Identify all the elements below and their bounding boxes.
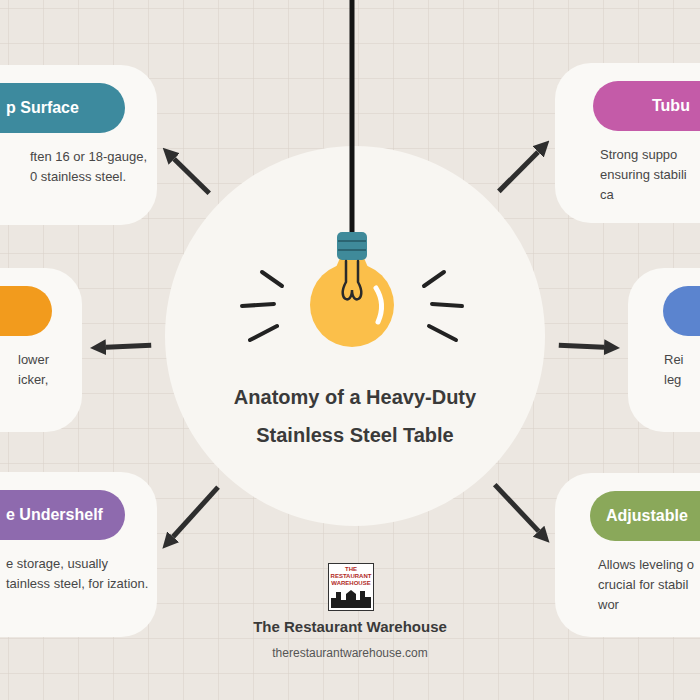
part-heading: e Undershelf [0, 490, 125, 540]
part-card: p Surface ften 16 or 18-gauge, 0 stainles… [0, 65, 157, 225]
brand-name: The Restaurant Warehouse [200, 618, 500, 635]
socket-ridge [338, 249, 366, 251]
part-heading: Adjustable [590, 491, 700, 541]
part-description: ften 16 or 18-gauge, 0 stainless steel. [30, 147, 152, 187]
arrow-connector [106, 345, 151, 347]
cord [350, 0, 355, 236]
highlight [376, 288, 382, 322]
logo-box: THE RESTAURANT WAREHOUSE [328, 563, 374, 611]
part-description: e storage, usually tainless steel, for i… [6, 554, 150, 594]
part-description: Allows leveling o crucial for stabil wor [598, 555, 695, 615]
part-card: Rei leg [628, 268, 700, 432]
filament [343, 261, 362, 299]
part-heading: p Surface [0, 83, 125, 133]
diagram-title: Anatomy of a Heavy-Duty Stainless Steel … [210, 378, 500, 454]
bulb-socket [337, 232, 367, 260]
light-rays [242, 272, 462, 340]
arrow-connector [495, 485, 539, 532]
heading-pill [663, 286, 700, 336]
part-card: lower icker, [0, 268, 82, 432]
bulb-glass [310, 263, 394, 347]
part-heading: Tubu [593, 81, 700, 131]
logo-text: THE RESTAURANT WAREHOUSE [329, 564, 373, 587]
socket-ridge [338, 240, 366, 242]
part-card: AdjustableAllows leveling o crucial for … [555, 473, 700, 637]
arrow-connector [173, 487, 218, 537]
arrow-connector [559, 345, 604, 347]
heading-pill [0, 286, 52, 336]
part-card: e Undershelf e storage, usually tainless … [0, 472, 157, 637]
arrow-connector [174, 159, 209, 193]
arrow-connector [499, 152, 538, 191]
part-card: TubuStrong suppo ensuring stabili ca [555, 63, 700, 223]
part-description: Rei leg [664, 350, 695, 390]
brand-url: therestaurantwarehouse.com [200, 646, 500, 660]
part-description: Strong suppo ensuring stabili ca [600, 145, 696, 205]
circle-fill [165, 146, 545, 526]
part-description: lower icker, [18, 350, 76, 390]
